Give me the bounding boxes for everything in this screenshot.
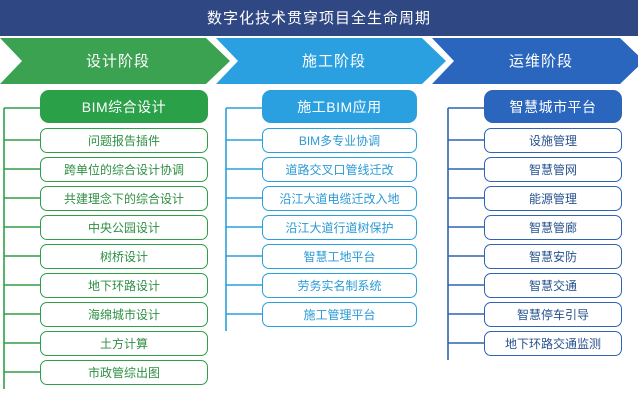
page-title: 数字化技术贯穿项目全生命周期 <box>206 9 431 27</box>
node-item[interactable]: 设施管理 <box>484 128 622 153</box>
node-item[interactable]: 树桥设计 <box>40 244 208 269</box>
node-item[interactable]: 智慧停车引导 <box>484 302 622 327</box>
node-list-design: BIM综合设计 问题报告插件 跨单位的综合设计协调 共建理念下的综合设计 中央公… <box>40 90 208 389</box>
node-item[interactable]: 施工管理平台 <box>262 302 417 327</box>
node-list-operation: 智慧城市平台 设施管理 智慧管网 能源管理 智慧管廊 智慧安防 智慧交通 智慧停… <box>484 90 622 360</box>
phase-label-construction: 施工阶段 <box>301 52 366 70</box>
diagram-title-bar: 数字化技术贯穿项目全生命周期 <box>0 0 638 36</box>
node-head-construction[interactable]: 施工BIM应用 <box>262 90 417 123</box>
node-item[interactable]: 智慧安防 <box>484 244 622 269</box>
node-item[interactable]: 共建理念下的综合设计 <box>40 186 208 211</box>
chevron-shape-icon <box>432 38 638 84</box>
node-item[interactable]: 智慧工地平台 <box>262 244 417 269</box>
phase-arrow-operation[interactable]: 运维阶段 <box>432 38 638 84</box>
node-item[interactable]: BIM多专业协调 <box>262 128 417 153</box>
node-item[interactable]: 问题报告插件 <box>40 128 208 153</box>
node-head-operation[interactable]: 智慧城市平台 <box>484 90 622 123</box>
connector-lines-operation <box>447 107 484 360</box>
phase-arrow-band: 设计阶段 施工阶段 运维阶段 <box>0 38 638 84</box>
connector-lines-design <box>3 107 40 389</box>
phase-arrow-construction[interactable]: 施工阶段 <box>216 38 446 84</box>
node-item[interactable]: 中央公园设计 <box>40 215 208 240</box>
chevron-shape-icon <box>216 38 446 84</box>
node-head-design[interactable]: BIM综合设计 <box>40 90 208 123</box>
node-item[interactable]: 智慧管廊 <box>484 215 622 240</box>
node-item[interactable]: 地下环路交通监测 <box>484 331 622 356</box>
node-item[interactable]: 跨单位的综合设计协调 <box>40 157 208 182</box>
node-item[interactable]: 道路交叉口管线迁改 <box>262 157 417 182</box>
phase-arrow-design[interactable]: 设计阶段 <box>0 38 230 84</box>
node-item[interactable]: 海绵城市设计 <box>40 302 208 327</box>
node-item[interactable]: 土方计算 <box>40 331 208 356</box>
node-item[interactable]: 劳务实名制系统 <box>262 273 417 298</box>
node-item[interactable]: 市政管综出图 <box>40 360 208 385</box>
node-item[interactable]: 地下环路设计 <box>40 273 208 298</box>
node-item[interactable]: 沿江大道电缆迁改入地 <box>262 186 417 211</box>
node-list-construction: 施工BIM应用 BIM多专业协调 道路交叉口管线迁改 沿江大道电缆迁改入地 沿江… <box>262 90 417 331</box>
node-item[interactable]: 智慧管网 <box>484 157 622 182</box>
phase-label-operation: 运维阶段 <box>508 52 573 70</box>
node-item[interactable]: 能源管理 <box>484 186 622 211</box>
chevron-shape-icon <box>0 38 230 84</box>
phase-label-design: 设计阶段 <box>85 52 150 70</box>
connector-lines-construction <box>225 107 262 331</box>
node-item[interactable]: 智慧交通 <box>484 273 622 298</box>
node-item[interactable]: 沿江大道行道树保护 <box>262 215 417 240</box>
